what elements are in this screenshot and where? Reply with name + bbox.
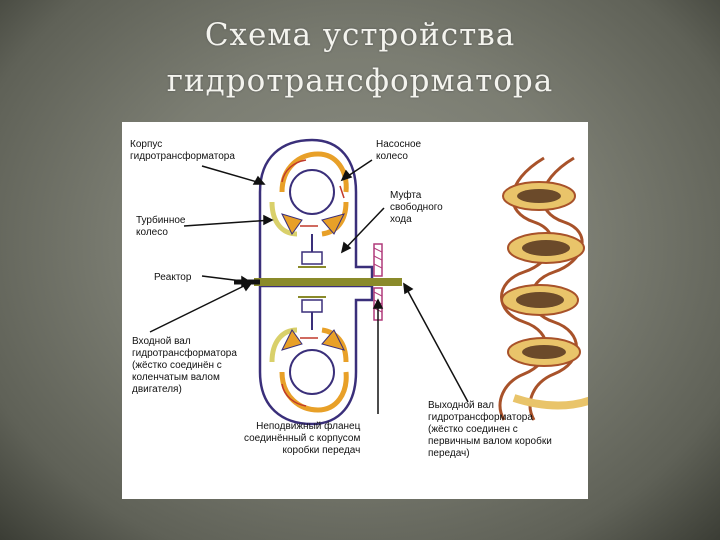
- upper-torus: [269, 151, 349, 237]
- label-output-shaft: Выходной вал гидротрансформатора (жёстко…: [428, 400, 552, 459]
- flow-arrow-upper-1: [281, 159, 307, 183]
- title-line-2: гидротрансформатора: [166, 63, 554, 99]
- freewheel-clutch-lower: [301, 299, 323, 313]
- leader-arrows: [149, 159, 469, 414]
- housing-outline-lower: [258, 284, 374, 426]
- label-input-shaft: Входной вал гидротрансформатора (жёстко …: [132, 336, 237, 395]
- turbine-blade-lower: [269, 327, 298, 363]
- output-shaft: [254, 278, 402, 286]
- reactor-vane-upper: [281, 213, 345, 235]
- torque-converter-diagram: [149, 138, 588, 426]
- flow-arrow-upper-2: [339, 185, 345, 199]
- lower-torus: [269, 327, 349, 413]
- turbine-blade-upper: [269, 201, 298, 237]
- flow-arrow-lower-1: [281, 383, 307, 407]
- label-housing: Корпус гидротрансформатора: [130, 139, 235, 162]
- reactor-hub: [298, 234, 326, 330]
- lower-core: [289, 349, 335, 395]
- reactor-vane-lower: [281, 329, 345, 351]
- label-pump: Насосное колесо: [376, 139, 422, 162]
- housing-outline: [258, 138, 374, 284]
- label-turbine: Турбинное колесо: [136, 215, 186, 238]
- turbine-blade-lower-2: [321, 327, 349, 363]
- turbine-blade-upper-2: [321, 201, 349, 237]
- spiral-blade-illustration: [498, 156, 588, 421]
- pump-blade-lower: [279, 371, 349, 413]
- label-clutch: Муфта свободного хода: [390, 190, 443, 225]
- upper-core: [289, 169, 335, 215]
- title-line-1: Схема устройства: [204, 17, 516, 53]
- diagram-panel: Корпус гидротрансформатора Насосное коле…: [122, 122, 588, 499]
- pump-blade-upper: [279, 151, 349, 193]
- label-flange: Неподвижный фланец соединённый с корпусо…: [244, 421, 361, 456]
- slide-title: Схема устройства гидротрансформатора: [0, 12, 720, 104]
- label-reactor: Реактор: [154, 272, 192, 283]
- freewheel-clutch-upper: [301, 251, 323, 265]
